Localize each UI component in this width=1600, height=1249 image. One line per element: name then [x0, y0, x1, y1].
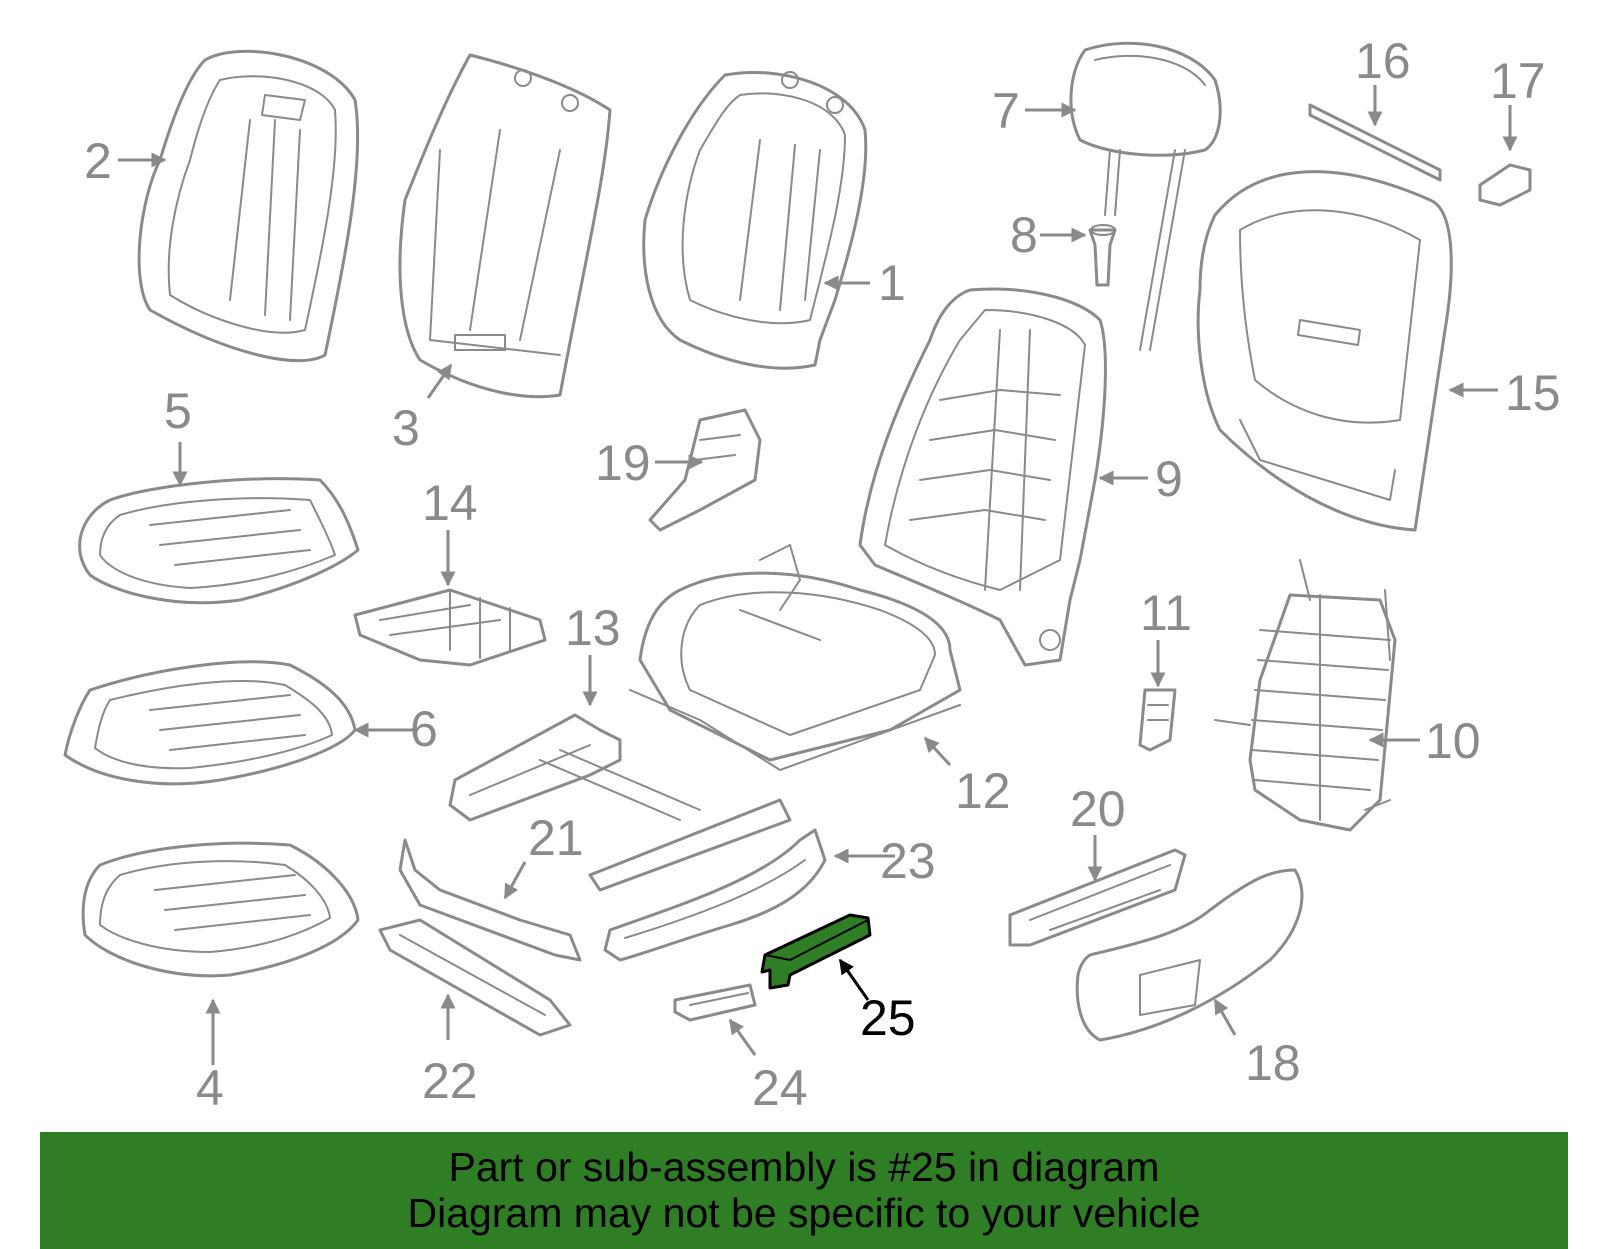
callout-1[interactable]: 1	[878, 255, 906, 311]
part-1-backrest-trim[interactable]	[642, 71, 868, 370]
callout-23[interactable]: 23	[880, 833, 936, 889]
part-12-seat-frame[interactable]	[629, 544, 962, 771]
part-2-backrest-cover[interactable]	[137, 49, 360, 363]
callout-14[interactable]: 14	[422, 475, 478, 531]
callout-13[interactable]: 13	[565, 600, 621, 656]
part-10-lumbar-spring-mat[interactable]	[1214, 559, 1397, 832]
part-16-trim-strip[interactable]	[1308, 103, 1442, 182]
callout-24[interactable]: 24	[752, 1060, 808, 1116]
callout-16[interactable]: 16	[1355, 33, 1411, 89]
part-19-bracket[interactable]	[648, 408, 762, 532]
banner-line-2: Diagram may not be specific to your vehi…	[407, 1190, 1201, 1236]
part-4-cushion-pad[interactable]	[81, 841, 360, 978]
part-18-side-trim[interactable]	[1075, 868, 1304, 1042]
part-11-clip[interactable]	[1138, 688, 1177, 752]
callout-18[interactable]: 18	[1245, 1035, 1301, 1091]
part-20-side-bracket[interactable]	[1008, 848, 1187, 947]
part-17-clip[interactable]	[1478, 163, 1532, 207]
callout-21[interactable]: 21	[528, 810, 584, 866]
part-21-trim-cover[interactable]	[398, 838, 582, 962]
callout-12[interactable]: 12	[955, 763, 1011, 819]
callout-4[interactable]: 4	[196, 1060, 224, 1116]
part-5-cushion-cover[interactable]	[78, 477, 360, 605]
callout-5[interactable]: 5	[164, 383, 192, 439]
part-9-backrest-frame[interactable]	[858, 287, 1107, 667]
callout-10[interactable]: 10	[1425, 713, 1481, 769]
callout-19[interactable]: 19	[595, 435, 651, 491]
leader-lines	[118, 85, 1518, 1065]
part-25-highlighted-bracket[interactable]	[760, 913, 872, 990]
part-8-headrest-guide[interactable]	[1088, 224, 1117, 287]
part-22-lower-cover[interactable]	[378, 918, 572, 1037]
callout-17[interactable]: 17	[1490, 53, 1546, 109]
callout-labels: 1 2 3 4 5 6 7 8 9 10 11 12 13 14 15 16 1…	[84, 33, 1561, 1116]
callout-22[interactable]: 22	[422, 1053, 478, 1109]
part-13-seat-rails[interactable]	[448, 713, 792, 892]
part-3-backrest-pad[interactable]	[398, 53, 612, 399]
part-7-headrest[interactable]	[1069, 41, 1222, 351]
callout-2[interactable]: 2	[84, 133, 112, 189]
info-banner: Part or sub-assembly is #25 in diagram D…	[40, 1132, 1568, 1249]
part-23-side-shield[interactable]	[603, 828, 827, 962]
callout-25[interactable]: 25	[860, 990, 916, 1046]
part-15-back-panel[interactable]	[1196, 170, 1453, 532]
callout-9[interactable]: 9	[1155, 451, 1183, 507]
callout-20[interactable]: 20	[1070, 781, 1126, 837]
banner-line-1: Part or sub-assembly is #25 in diagram	[448, 1144, 1160, 1190]
callout-8[interactable]: 8	[1010, 207, 1038, 263]
part-6-seat-pan-pad[interactable]	[63, 660, 357, 786]
callout-3[interactable]: 3	[392, 400, 420, 456]
callout-7[interactable]: 7	[992, 83, 1020, 139]
callout-11[interactable]: 11	[1140, 585, 1192, 641]
part-14-heating-element[interactable]	[353, 588, 547, 667]
callout-6[interactable]: 6	[410, 701, 438, 757]
part-24-small-bracket[interactable]	[673, 983, 757, 1022]
callout-15[interactable]: 15	[1505, 365, 1561, 421]
